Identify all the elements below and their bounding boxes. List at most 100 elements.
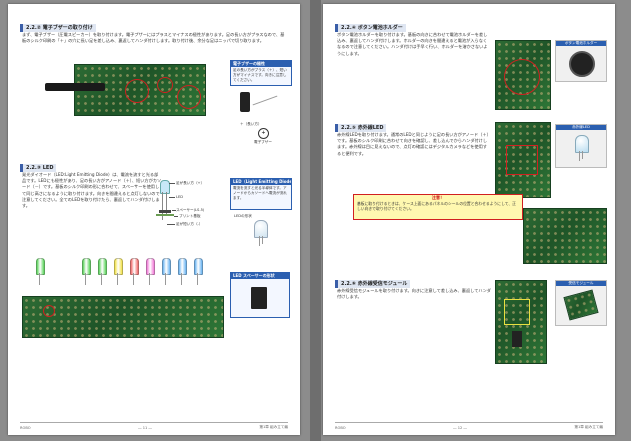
section-title-battery: 2.2.④ ボタン電池ホルダー [335,24,406,32]
caution-body: 基板に取り付けるときは、ケース上面にあるパネルのシールの位置と合わせるようにして… [357,201,516,212]
highlight-circle [504,59,540,95]
note-body: 電流を流すと光る半導体です。アノードからカソードへ電流が流れます。 [233,185,287,200]
pcb-diagram [156,214,174,216]
photo-caption: 赤外線LED [556,125,606,130]
section-title-module: 2.2.⑥ 赤外線受信モジュール [335,280,411,288]
section-title-ir-led: 2.2.⑤ 赤外線LED [335,124,387,132]
caution-title: 注意！ [431,195,445,200]
led-leg [197,273,198,285]
note-box-spacer: LED スペーサーの形状 [230,272,290,318]
led-callout-short: 足が短い方（-） [176,222,203,226]
document-page-right: 2.2.④ ボタン電池ホルダー ボタン電池ホルダーを取り付けます。基板の向きに合… [323,4,615,435]
board-photo-led [22,296,224,338]
page-number: ― 11 ― [137,425,152,430]
highlight-rect-yellow [504,299,530,325]
led-photo-icon [254,220,268,238]
led-photo-leg [262,236,263,244]
led-callout-led: LED [176,195,184,199]
board-photo-closeup [523,208,607,264]
led-leg [101,273,102,285]
footer-right: 第1章 組み立て編 [574,425,603,429]
footer-left: ROBO [20,425,31,430]
highlight-circle [157,77,173,93]
photo-ir-led: 赤外線LED [555,124,607,168]
led-diagram-icon [160,180,170,194]
buzzer-component-image [240,92,250,112]
spacer-diagram [159,210,171,213]
board-photo-module [495,280,547,364]
board-photo-buzzer [45,64,206,116]
callout-line [169,197,175,198]
section-title-led: 2.2.③ LED [20,164,57,172]
note-title: LED スペーサーの形状 [231,273,289,279]
document-page-left: 2.2.② 電子ブザーの取り付け まず、電子ブザー（圧電スピーカー）を取り付けま… [8,4,300,435]
section-body-buzzer: まず、電子ブザー（圧電スピーカー）を取り付けます。電子ブザーにはプラスとマイナス… [22,32,285,44]
led-leg [39,273,40,285]
led-photo [130,258,139,275]
highlight-rect [506,145,538,175]
led-photo [162,258,171,275]
led-callout-spacer: スペーサー(LS-5) [176,208,205,212]
led-photo [36,258,45,275]
led-photo-label: LEDの形状 [234,214,252,218]
note-box-led: LED（Light Emitting Diode） 電流を流すと光る半導体です。… [230,178,292,210]
led-leg [117,273,118,285]
caution-box: 注意！ 基板に取り付けるときは、ケース上面にあるパネルのシールの位置と合わせるよ… [353,194,523,220]
buzzer-cable [45,83,105,91]
note-title: LED（Light Emitting Diode） [231,179,291,185]
highlight-circle [43,305,55,317]
note-title: 電子ブザーの極性 [231,61,291,67]
led-leg [133,273,134,285]
led-photo [114,258,123,275]
plus-symbol-icon: + [258,128,269,139]
callout-line [169,183,175,184]
photo-receiver-module: 受信モジュール [555,280,607,326]
highlight-circle [125,79,149,103]
board-photo-battery [495,40,551,110]
footer-right: 第1章 組み立て編 [259,425,288,429]
photo-caption: 受信モジュール [556,281,606,286]
section-title-buzzer: 2.2.② 電子ブザーの取り付け [20,24,96,32]
footer-left: ROBO [335,425,346,430]
led-photo [178,258,187,275]
photo-battery-holder: ボタン電池ホルダー [555,40,607,82]
ir-led-leg [582,151,583,159]
module-component [512,331,522,347]
led-photo [98,258,107,275]
note-box-buzzer: 電子ブザーの極性 足の長い方がプラス（＋）、短い方がマイナスです。向きに注意して… [230,60,292,86]
buzzer-plus-label: ＋（長い方） [240,122,262,126]
highlight-circle [177,85,201,109]
page-number: ― 12 ― [452,425,467,430]
led-photo-leg [259,236,260,246]
module-image [563,289,599,321]
section-body-led: 発光ダイオード（LED:Light Emitting Diode）は、電流を流す… [22,172,162,209]
led-photo [82,258,91,275]
buzzer-name-label: 電子ブザー [254,140,272,144]
page-gutter [310,0,321,441]
led-photo [194,258,203,275]
led-diagram-leg [162,192,163,220]
led-leg [149,273,150,285]
led-callout-pcb: プリント基板 [179,214,201,218]
led-leg [85,273,86,285]
photo-caption: ボタン電池ホルダー [556,41,606,46]
page-footer: ROBO ― 11 ― 第1章 組み立て編 [20,422,288,431]
section-body-ir-led: 赤外線LEDを取り付けます。通常のLEDと同じように足の長い方がアノード（＋）で… [337,132,491,156]
led-photo [146,258,155,275]
callout-line [172,210,176,211]
battery-holder-image [569,51,595,77]
section-body-battery: ボタン電池ホルダーを取り付けます。基板の向きに合わせて電池ホルダーを差し込み、裏… [337,32,488,56]
led-row-photo [22,252,222,302]
spacer-image [251,287,267,309]
section-body-module: 赤外線受信モジュールを取り付けます。向きに注意して差し込み、裏返してハンダ付けし… [337,288,491,300]
board-photo-ir-led [495,122,551,198]
led-callout-long: 足が長い方（+） [176,181,205,185]
page-footer: ROBO ― 12 ― 第1章 組み立て編 [335,422,603,431]
note-body: 足の長い方がプラス（＋）、短い方がマイナスです。向きに注意してください。 [233,67,287,82]
led-diagram-leg [166,192,167,214]
ir-led-leg [579,151,580,161]
buzzer-leg [252,95,278,106]
callout-line [167,224,175,225]
led-leg [165,273,166,285]
led-leg [181,273,182,285]
